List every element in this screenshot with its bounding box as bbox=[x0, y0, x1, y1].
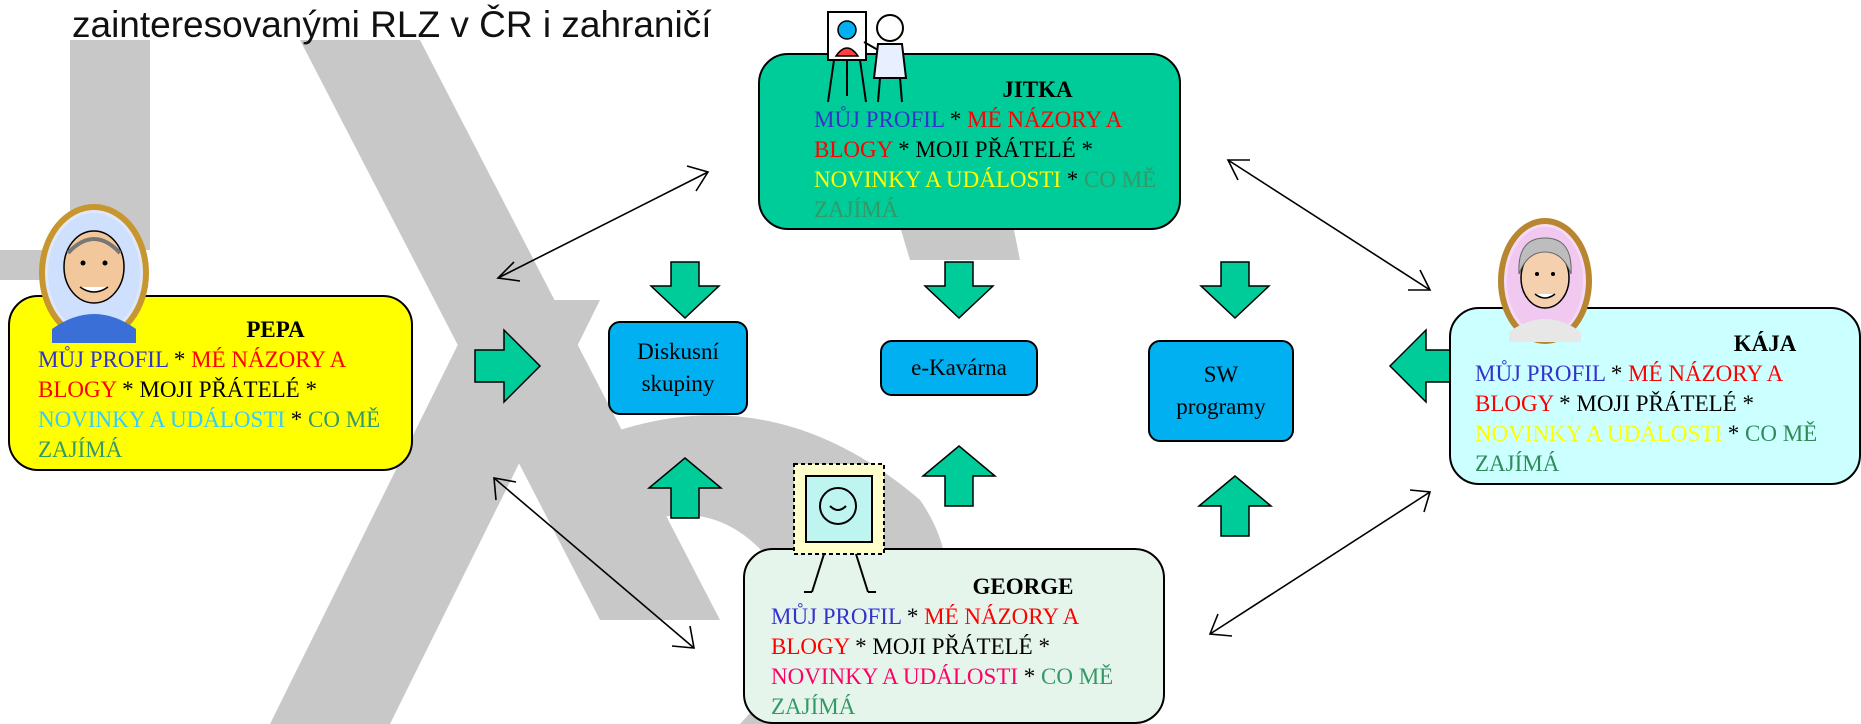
old-man-portrait-icon bbox=[39, 204, 149, 343]
framed-picture-icon bbox=[793, 463, 885, 593]
kaja-interests: CO MĚ ZAJÍMÁ bbox=[1475, 421, 1818, 476]
painter-easel-icon bbox=[827, 11, 908, 103]
profile-links-kaja: MŮJ PROFIL * MÉ NÁZORY A BLOGY * MOJI PŘ… bbox=[1475, 359, 1855, 479]
profile-links-jitka: MŮJ PROFIL * MÉ NÁZORY A BLOGY * MOJI PŘ… bbox=[814, 105, 1194, 225]
kaja-opinions-blogs: MÉ NÁZORY A BLOGY bbox=[1475, 361, 1782, 416]
george-opinions-blogs: MÉ NÁZORY A BLOGY bbox=[771, 604, 1078, 659]
hub-kavarna-label: e-Kavárna bbox=[911, 355, 1007, 380]
kaja-my-profile: MŮJ PROFIL bbox=[1475, 361, 1606, 386]
arrow-george-up-3 bbox=[1196, 475, 1274, 537]
arrow-george-kaja bbox=[1209, 491, 1431, 635]
arrow-jitka-kaja bbox=[1227, 159, 1431, 291]
arrow-george-up-2 bbox=[920, 445, 998, 507]
kaja-separator-1: * bbox=[1605, 361, 1629, 386]
jitka-separator-2: * bbox=[1061, 167, 1085, 192]
george-separator-2: * bbox=[1018, 664, 1042, 689]
profile-name-george: GEORGE bbox=[972, 574, 1074, 599]
old-woman-portrait-icon bbox=[1498, 218, 1592, 344]
arrow-jitka-down-2 bbox=[923, 261, 995, 320]
hub-diskusni-line2: skupiny bbox=[641, 371, 715, 396]
hub-diskusni-skupiny: Diskusní skupiny bbox=[608, 321, 748, 415]
hub-sw-line2: programy bbox=[1176, 394, 1266, 419]
profile-links-george: MŮJ PROFIL * MÉ NÁZORY A BLOGY * MOJI PŘ… bbox=[771, 602, 1151, 722]
pepa-separator-2: * bbox=[285, 407, 309, 432]
jitka-opinions-blogs: MÉ NÁZORY A BLOGY bbox=[814, 107, 1121, 162]
pepa-interests: CO MĚ ZAJÍMÁ bbox=[38, 407, 381, 462]
pepa-news-events: NOVINKY A UDÁLOSTI bbox=[38, 407, 286, 432]
pepa-opinions-blogs: MÉ NÁZORY A BLOGY bbox=[38, 347, 345, 402]
arrow-jitka-down-3 bbox=[1199, 261, 1271, 320]
kaja-news-events: NOVINKY A UDÁLOSTI bbox=[1475, 421, 1723, 446]
jitka-separator-1: * bbox=[944, 107, 968, 132]
connector-arrows bbox=[493, 159, 1432, 649]
pepa-my-profile: MŮJ PROFIL bbox=[38, 347, 169, 372]
profile-card-kaja: KÁJA MŮJ PROFIL * MÉ NÁZORY A BLOGY * MO… bbox=[1449, 307, 1861, 485]
header-text: zainteresovanými RLZ v ČR i zahraničí bbox=[72, 0, 952, 48]
jitka-friends: * MOJI PŘÁTELÉ * bbox=[892, 137, 1093, 162]
header-line-1: zainteresovanými RLZ v ČR i zahraničí bbox=[72, 4, 712, 45]
profile-name-jitka: JITKA bbox=[1002, 77, 1073, 102]
hub-sw-line1: SW bbox=[1203, 362, 1239, 387]
watermark-mask bbox=[135, 250, 250, 282]
jitka-my-profile: MŮJ PROFIL bbox=[814, 107, 945, 132]
kaja-friends: * MOJI PŘÁTELÉ * bbox=[1553, 391, 1754, 416]
george-interests: CO MĚ ZAJÍMÁ bbox=[771, 664, 1114, 719]
profile-name-pepa: PEPA bbox=[246, 317, 305, 342]
kaja-separator-2: * bbox=[1722, 421, 1746, 446]
arrow-jitka-down-1 bbox=[649, 261, 721, 320]
pepa-separator-1: * bbox=[168, 347, 192, 372]
pepa-friends: * MOJI PŘÁTELÉ * bbox=[116, 377, 317, 402]
jitka-news-events: NOVINKY A UDÁLOSTI bbox=[814, 167, 1062, 192]
profile-card-jitka: JITKA MŮJ PROFIL * MÉ NÁZORY A BLOGY * M… bbox=[758, 53, 1181, 230]
george-separator-1: * bbox=[901, 604, 925, 629]
profile-name-kaja: KÁJA bbox=[1733, 331, 1797, 356]
hub-e-kavarna: e-Kavárna bbox=[880, 340, 1038, 396]
hub-sw-programy: SW programy bbox=[1148, 340, 1294, 442]
george-my-profile: MŮJ PROFIL bbox=[771, 604, 902, 629]
arrow-pepa-jitka bbox=[497, 171, 709, 279]
block-arrows bbox=[474, 261, 1456, 537]
arrow-pepa-george bbox=[493, 477, 695, 649]
arrow-george-up-1 bbox=[646, 457, 724, 519]
george-news-events: NOVINKY A UDÁLOSTI bbox=[771, 664, 1019, 689]
arrow-pepa-to-diskusni bbox=[474, 328, 542, 404]
jitka-interests: CO MĚ ZAJÍMÁ bbox=[814, 167, 1157, 222]
profile-card-george: GEORGE MŮJ PROFIL * MÉ NÁZORY A BLOGY * … bbox=[743, 548, 1165, 724]
profile-links-pepa: MŮJ PROFIL * MÉ NÁZORY A BLOGY * MOJI PŘ… bbox=[38, 345, 390, 465]
hub-diskusni-line1: Diskusní bbox=[637, 339, 719, 364]
arrow-kaja-to-sw bbox=[1388, 328, 1456, 404]
george-friends: * MOJI PŘÁTELÉ * bbox=[849, 634, 1050, 659]
